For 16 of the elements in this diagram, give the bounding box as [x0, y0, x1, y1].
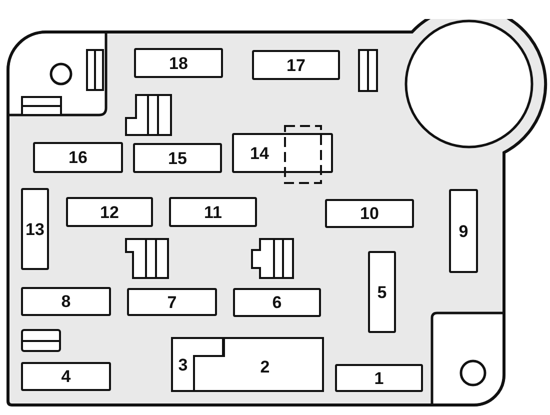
fuse-slot: 1 — [335, 364, 423, 392]
fuse-slot: 12 — [66, 197, 153, 227]
fuse-slot: 16 — [33, 142, 123, 173]
fuse-slot: 4 — [21, 362, 111, 391]
fuse-slot: 10 — [325, 199, 414, 228]
fuse-slot: 15 — [133, 143, 222, 173]
fuse-slot: 17 — [252, 50, 340, 80]
fuse-slot: 7 — [127, 288, 217, 316]
fuse-slot: 9 — [449, 189, 478, 273]
fuse-slot: 18 — [134, 48, 223, 78]
fuse-slot: 6 — [233, 288, 321, 317]
fuse-slot: 8 — [21, 287, 111, 316]
fuse-slot: 14 — [232, 133, 333, 173]
fuse-slot: 11 — [169, 197, 257, 227]
fuse-slot: 5 — [368, 251, 396, 333]
fuse-slot: 13 — [21, 188, 49, 270]
